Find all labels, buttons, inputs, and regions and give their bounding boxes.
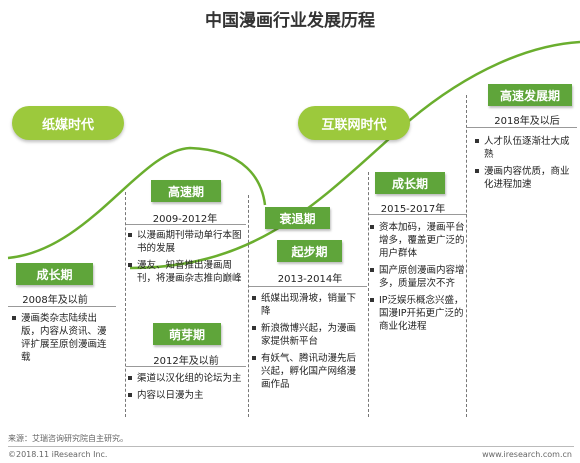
- divider: [467, 127, 577, 128]
- list-item: 人才队伍逐渐壮大成熟: [475, 135, 577, 161]
- divider: [125, 192, 126, 417]
- paper-era-curve: [7, 146, 267, 260]
- stage-sprout-list: 渠道以汉化组的论坛为主 内容以日漫为主: [128, 372, 243, 406]
- stage-fast-date: 2018年及以后: [494, 116, 560, 127]
- stage-start-date: 2013-2014年: [277, 274, 343, 285]
- paper-era-badge: 纸媒时代: [12, 106, 124, 140]
- stage-growth-internet-date: 2015-2017年: [380, 204, 446, 215]
- divider: [126, 366, 246, 367]
- divider: [369, 214, 467, 215]
- internet-era-badge: 互联网时代: [298, 106, 410, 140]
- divider: [248, 195, 249, 417]
- list-item: 纸媒出现滑坡，销量下降: [252, 292, 365, 318]
- divider: [249, 286, 367, 287]
- stage-growth-paper-list: 漫画类杂志陆续出版，内容从资讯、漫评扩展至原创漫画连载: [12, 312, 112, 368]
- stage-growth-internet: 成长期: [375, 172, 445, 194]
- source-note: 来源：艾瑞咨询研究院自主研究。: [8, 434, 128, 443]
- stage-rapid-date: 2009-2012年: [152, 214, 218, 225]
- stage-sprout: 萌芽期: [153, 323, 221, 345]
- list-item: 渠道以汉化组的论坛为主: [128, 372, 243, 385]
- list-item: 内容以日漫为主: [128, 389, 243, 402]
- stage-fast-list: 人才队伍逐渐壮大成熟 漫画内容优质，商业化进程加速: [475, 135, 577, 195]
- list-item: 新浪微博兴起，为漫画家提供新平台: [252, 322, 365, 348]
- page-title: 中国漫画行业发展历程: [205, 11, 375, 31]
- list-item: 漫画类杂志陆续出版，内容从资讯、漫评扩展至原创漫画连载: [12, 312, 112, 364]
- stage-sprout-date: 2012年及以前: [153, 356, 219, 367]
- divider: [368, 172, 369, 417]
- stage-fast: 高速发展期: [488, 84, 572, 106]
- stage-start: 起步期: [277, 240, 342, 262]
- list-item: 资本加码，漫画平台增多，覆盖更广泛的用户群体: [370, 221, 466, 260]
- divider: [126, 224, 246, 225]
- stage-growth-paper-date: 2008年及以前: [22, 295, 88, 306]
- list-item: 以漫画期刊带动单行本图书的发展: [128, 229, 243, 255]
- website: www.iresearch.com.cn: [482, 450, 572, 459]
- stage-decline: 衰退期: [265, 207, 330, 229]
- list-item: 有妖气、腾讯动漫先后兴起，孵化国产网络漫画作品: [252, 352, 365, 391]
- copyright: ©2018.11 iResearch Inc.: [8, 450, 108, 459]
- list-item: IP泛娱乐概念兴盛，国漫IP开拓更广泛的商业化进程: [370, 294, 466, 333]
- divider: [466, 95, 467, 417]
- list-item: 国产原创漫画内容增多，质量层次不齐: [370, 264, 466, 290]
- stage-start-list: 纸媒出现滑坡，销量下降 新浪微博兴起，为漫画家提供新平台 有妖气、腾讯动漫先后兴…: [252, 292, 365, 395]
- list-item: 漫友、知音推出漫画周刊，将漫画杂志推向巅峰: [128, 259, 243, 285]
- stage-growth-internet-list: 资本加码，漫画平台增多，覆盖更广泛的用户群体 国产原创漫画内容增多，质量层次不齐…: [370, 221, 466, 337]
- stage-rapid-list: 以漫画期刊带动单行本图书的发展 漫友、知音推出漫画周刊，将漫画杂志推向巅峰: [128, 229, 243, 289]
- stage-rapid: 高速期: [151, 180, 221, 202]
- list-item: 漫画内容优质，商业化进程加速: [475, 165, 577, 191]
- divider: [8, 306, 116, 307]
- stage-growth-paper: 成长期: [16, 263, 93, 285]
- footer-divider: [8, 446, 574, 447]
